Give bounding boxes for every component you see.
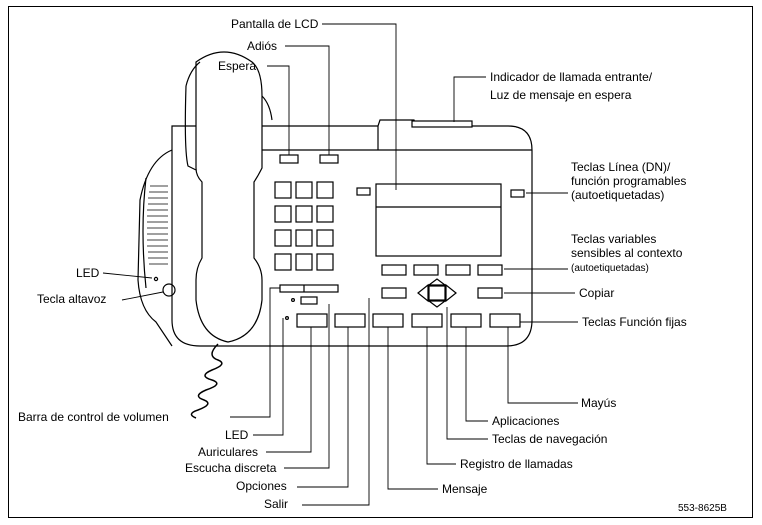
figure-frame <box>8 6 753 518</box>
label-mayus: Mayús <box>581 396 617 410</box>
dialpad <box>274 181 334 271</box>
incoming-call-indicator <box>411 120 473 128</box>
label-tecla-altavoz: Tecla altavoz <box>37 292 107 306</box>
label-copiar: Copiar <box>579 286 615 300</box>
label-escucha-discreta: Escucha discreta <box>185 461 277 475</box>
phone-body <box>171 119 533 347</box>
handset <box>195 51 263 343</box>
label-salir: Salir <box>264 497 289 511</box>
label-indicador-2: Luz de mensaje en espera <box>490 88 632 102</box>
label-teclas-linea-3: (autoetiquetadas) <box>571 188 665 202</box>
label-teclas-variables-1: Teclas variables <box>571 232 657 246</box>
label-teclas-linea-2: función programables <box>571 174 687 188</box>
label-auriculares: Auriculares <box>198 445 259 459</box>
navigation-cluster <box>417 278 457 308</box>
label-teclas-variables-3: (autoetiquetadas) <box>571 263 649 274</box>
led-dot <box>153 276 159 282</box>
line-key-left <box>356 187 371 196</box>
label-teclas-funcion: Teclas Función fijas <box>582 315 687 329</box>
goodbye-key <box>319 154 339 164</box>
figure-code: 553-8625B <box>678 503 727 514</box>
copy-key <box>477 287 503 299</box>
speaker-grille <box>147 185 168 265</box>
label-led-bottom: LED <box>225 428 249 442</box>
label-opciones: Opciones <box>236 479 287 493</box>
label-teclas-variables-2: sensibles al contexto <box>571 246 683 260</box>
line-key-right <box>510 189 525 198</box>
label-indicador-1: Indicador de llamada entrante/ <box>490 70 653 84</box>
label-pantalla-lcd: Pantalla de LCD <box>231 17 319 31</box>
label-mensaje: Mensaje <box>442 482 488 496</box>
label-adios: Adiós <box>247 39 278 53</box>
copy-left-key <box>381 287 407 299</box>
label-espera: Espera <box>218 59 257 73</box>
speaker-housing <box>137 149 173 347</box>
lcd-display <box>375 183 502 257</box>
label-teclas-navegacion: Teclas de navegación <box>492 432 608 446</box>
soft-keys <box>381 264 503 276</box>
label-barra-volumen: Barra de control de volumen <box>18 410 169 424</box>
hold-key <box>279 154 299 164</box>
headset-key <box>300 296 318 305</box>
volume-bar <box>279 284 339 293</box>
label-registro-llamadas: Registro de llamadas <box>460 457 573 471</box>
leader-lines <box>102 23 578 506</box>
speaker-key <box>162 283 176 297</box>
label-teclas-linea-1: Teclas Línea (DN)/ <box>571 160 671 174</box>
fixed-function-keys <box>296 313 521 328</box>
handset-cord <box>190 343 223 419</box>
label-aplicaciones: Aplicaciones <box>492 414 560 428</box>
label-led-left: LED <box>76 266 100 280</box>
